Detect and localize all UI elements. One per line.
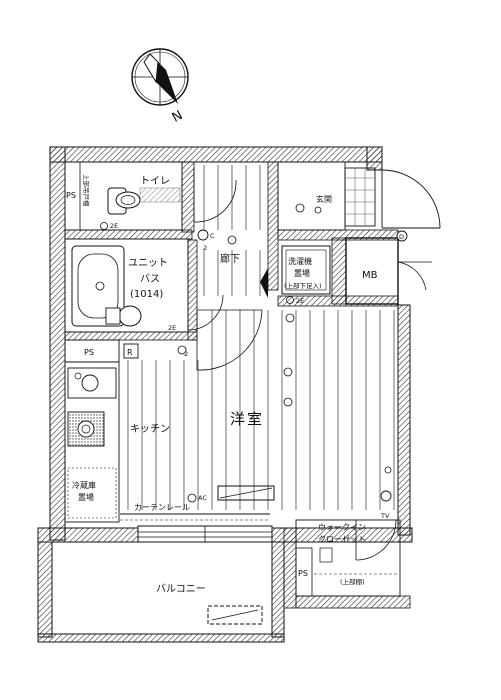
outlet-c-icon: C: [197, 229, 215, 241]
outlet-2e-bath: 2E: [168, 324, 176, 332]
balcony-label: バルコニー: [156, 583, 206, 595]
toilet-label: トイレ: [140, 176, 170, 187]
stove-icon: [67, 411, 105, 447]
mb-box: MB: [362, 261, 432, 291]
r-box-label: R: [127, 348, 133, 357]
outlet-2e-toilet: 2E: [110, 222, 118, 230]
outlet-2e-washer: 2E: [296, 297, 304, 305]
ac-unit: [217, 485, 275, 501]
ac-icon: AC: [187, 493, 207, 503]
closet-label-1: ウォークイン: [318, 523, 366, 532]
closet-door-icon: [355, 519, 397, 561]
curtain-rail: カーテンレール: [120, 503, 270, 521]
floor-boards-corridor: [203, 165, 261, 296]
ps-mid-label: PS: [84, 348, 94, 357]
room-door-icon: [196, 309, 263, 371]
corridor: 廊下 C 2: [197, 229, 268, 298]
closet-label-2: クローゼット: [318, 534, 366, 544]
bathtub-icon: [71, 245, 125, 327]
fridge-label-1: 冷蔵庫: [72, 480, 96, 490]
svg-text:C: C: [210, 232, 215, 240]
outlet-d-icon: D: [396, 230, 408, 242]
kitchen-label: キッチン: [130, 423, 170, 435]
closet-note: (上部棚): [340, 577, 365, 586]
kitchen-area: キッチン 冷蔵庫 置場 2: [64, 345, 188, 523]
svg-text:TV: TV: [380, 512, 390, 520]
ps-top: PS: [64, 161, 81, 231]
tv-outlet-icon: TV: [380, 490, 392, 520]
svg-text:D: D: [399, 233, 404, 241]
entrance-area: 玄関 D: [277, 161, 441, 242]
unit-bath-size: (1014): [130, 289, 163, 300]
sink-icon: [67, 367, 117, 399]
front-door-icon: [381, 169, 441, 229]
toilet-door-icon: [193, 168, 237, 223]
unit-bath-label-2: バス: [140, 273, 160, 285]
unit-bath-label-1: ユニット: [128, 258, 168, 269]
compass: N: [131, 48, 189, 126]
mb-label: MB: [362, 270, 378, 281]
entrance-label: 玄関: [316, 194, 332, 204]
fridge-label-2: 置場: [78, 492, 94, 502]
ps-top-label: PS: [66, 191, 76, 200]
outlet-icon: [100, 222, 108, 230]
curtain-rail-label: カーテンレール: [134, 503, 190, 512]
wash-basin-icon: [105, 305, 142, 327]
balcony-sliding-window: [137, 525, 273, 543]
svg-text:AC: AC: [198, 494, 207, 502]
balcony: バルコニー: [37, 541, 285, 643]
svg-text:2: 2: [184, 350, 188, 358]
compass-north-letter: N: [170, 108, 186, 126]
toilet-icon: [107, 187, 141, 215]
washer-label-1: 洗濯機: [288, 256, 312, 266]
mb-door-icon: [397, 261, 432, 291]
r-box: R: [123, 343, 139, 359]
step-marker-icon: [260, 268, 268, 298]
toilet-room: トイレ 上部吊戸棚 2E: [64, 161, 183, 231]
outer-walls: [37, 146, 413, 609]
western-room-label: 洋室: [230, 410, 264, 428]
evacuation-hatch: [207, 605, 263, 625]
ps-bottom-label: PS: [298, 569, 308, 578]
corridor-label: 廊下: [220, 252, 240, 265]
storage-note-label: 上部吊戸棚: [82, 174, 91, 207]
washer-label-2: 置場: [294, 268, 310, 278]
outlet-2-corridor: 2: [203, 244, 207, 252]
ps-bottom: PS: [295, 547, 313, 597]
unit-bath: ユニット バス (1014) 2E: [64, 238, 224, 333]
fridge-area: 冷蔵庫 置場: [67, 467, 117, 519]
washer-note: (上部下足入): [284, 281, 322, 290]
bath-door-icon: [187, 294, 224, 331]
western-room: 洋室 カーテンレール AC TV: [120, 313, 392, 521]
floor-boards-room: [127, 310, 395, 510]
washer-area: 洗濯機 置場 (上部下足入) 2E: [281, 245, 331, 305]
ps-mid: PS: [64, 339, 120, 363]
entrance-tiles: [344, 167, 376, 227]
